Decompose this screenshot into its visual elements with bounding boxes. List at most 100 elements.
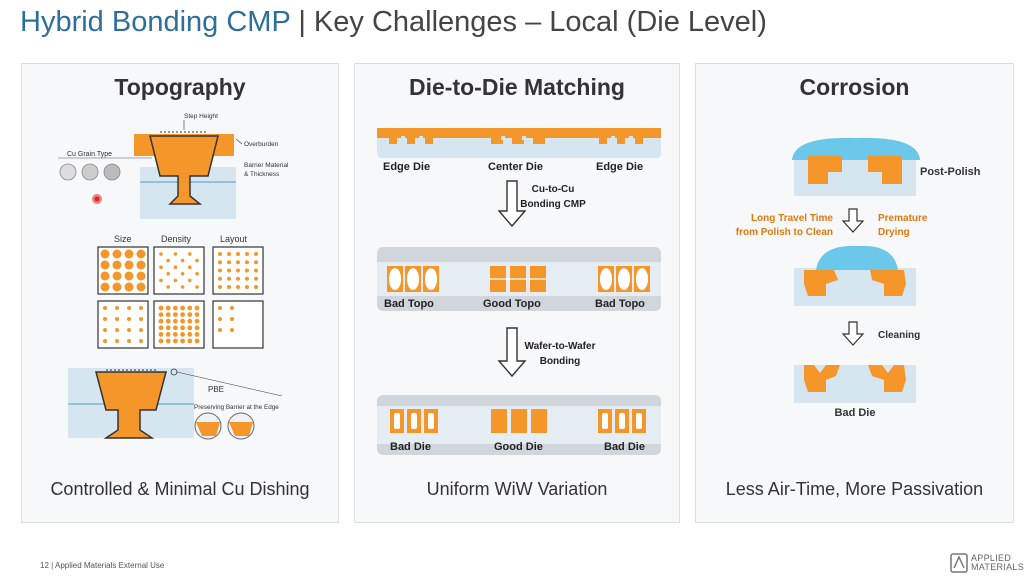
premature-l2: Drying <box>878 227 910 238</box>
pattern-dot <box>127 328 131 332</box>
pattern-dot <box>245 268 249 273</box>
cu-pad <box>425 136 433 144</box>
logo-line1: APPLIED <box>971 553 1012 563</box>
pattern-dot <box>165 338 171 344</box>
pattern-dot <box>254 276 258 281</box>
dishing-void <box>635 268 649 290</box>
pattern-dot <box>230 328 234 332</box>
pattern-dot <box>227 260 231 265</box>
cu-pad <box>389 136 397 144</box>
bad-die-label: Bad Die <box>835 407 876 419</box>
cu-pad <box>149 135 219 205</box>
corrosion-title: Corrosion <box>799 74 910 100</box>
pattern-dot <box>194 318 200 324</box>
pattern-dot <box>218 268 222 273</box>
pattern-dot <box>173 252 178 256</box>
cu-pad <box>511 409 527 433</box>
topography-caption: Controlled & Minimal Cu Dishing <box>50 479 310 499</box>
grain-type-label: Cu Grain Type <box>67 151 112 158</box>
void <box>602 413 608 429</box>
pattern-dot <box>124 282 134 292</box>
pattern-dot <box>100 282 110 292</box>
grain-circle-1 <box>59 163 77 181</box>
die-matching-panel: Die-to-Die Matching Edge Die Center Die … <box>354 63 680 523</box>
pattern-dot <box>245 285 249 289</box>
pattern-dot <box>195 258 199 263</box>
pattern-dot <box>230 306 234 310</box>
pattern-dot <box>218 252 222 256</box>
pattern-dot <box>218 285 222 289</box>
pattern-dot <box>124 260 134 270</box>
long-travel-l2: from Polish to Clean <box>736 227 833 238</box>
cu-pad <box>635 136 643 144</box>
pattern-dot <box>112 249 122 259</box>
long-travel-l1: Long Travel Time <box>751 213 833 224</box>
pattern-dot <box>115 339 119 343</box>
pattern-dot <box>245 276 249 281</box>
corrosion-panel: Corrosion Post-Polish Long Travel Time f… <box>695 63 1014 523</box>
pattern-dot <box>194 312 200 317</box>
logo-line2: MATERIALS <box>971 562 1025 572</box>
corrosion-diagram: Post-Polish Long Travel Time from Polish… <box>736 137 981 419</box>
pattern-dot <box>166 258 170 263</box>
pattern-dot <box>218 276 222 281</box>
step2-l1: Wafer-to-Wafer <box>525 341 596 352</box>
void <box>428 413 434 429</box>
pattern-dot <box>218 317 222 321</box>
down-arrow-2 <box>497 327 527 378</box>
pattern-dot <box>173 332 178 337</box>
pattern-dot <box>103 339 107 343</box>
dishing-void <box>388 268 402 290</box>
dishing-void <box>599 268 613 290</box>
topography-panel: Topography Step Height Overburden Barrie… <box>21 63 339 523</box>
cu-pad <box>617 136 625 144</box>
pattern-dot <box>103 328 107 332</box>
cu-pad <box>491 136 503 144</box>
pattern-dot <box>236 285 240 289</box>
pattern-dot <box>103 317 107 321</box>
pattern-dot <box>180 325 186 331</box>
post-polish-liquid <box>792 137 920 160</box>
pattern-dot <box>195 285 199 289</box>
pattern-dot <box>158 318 164 324</box>
pattern-dot <box>136 282 146 292</box>
cu-pad <box>512 136 524 144</box>
grain-circle-2 <box>81 163 99 181</box>
pbe-desc: Preserving Barrier at the Edge <box>194 404 279 411</box>
pbe-label: PBE <box>208 385 224 394</box>
pattern-dot <box>218 306 222 310</box>
pattern-dot <box>187 305 193 311</box>
pattern-dot <box>227 285 231 289</box>
pattern-dot <box>180 305 186 311</box>
pattern-dot <box>127 306 131 310</box>
pattern-dot <box>173 312 178 317</box>
pattern-dot <box>254 285 258 289</box>
pattern-dot <box>187 325 193 331</box>
pattern-dot <box>187 338 193 344</box>
pattern-dot <box>112 260 122 270</box>
grain-circle-3 <box>103 163 121 181</box>
applied-logo-icon <box>950 553 968 573</box>
pattern-dot <box>188 252 192 256</box>
thickness-label: & Thickness <box>244 171 280 178</box>
center-die: Center Die <box>488 161 543 173</box>
pattern-dot <box>139 339 143 343</box>
post-polish-label: Post-Polish <box>920 166 981 178</box>
pattern-dot <box>194 325 200 331</box>
pattern-dot <box>180 332 186 337</box>
bad-die-left: Bad Die <box>390 441 431 453</box>
cu-pad <box>599 136 607 144</box>
pattern-dot <box>100 260 110 270</box>
pattern-dot <box>245 260 249 265</box>
pattern-dot <box>159 278 163 283</box>
pattern-dot <box>159 252 163 256</box>
corrosion-arrow-2 <box>841 321 865 346</box>
step1-l2: Bonding CMP <box>520 199 586 210</box>
drying-liquid <box>816 245 898 270</box>
pattern-dot <box>165 318 171 324</box>
pattern-dot <box>236 276 240 281</box>
pattern-dot <box>254 260 258 265</box>
step-height-label: Step Height <box>184 113 218 120</box>
pattern-dot <box>227 276 231 281</box>
